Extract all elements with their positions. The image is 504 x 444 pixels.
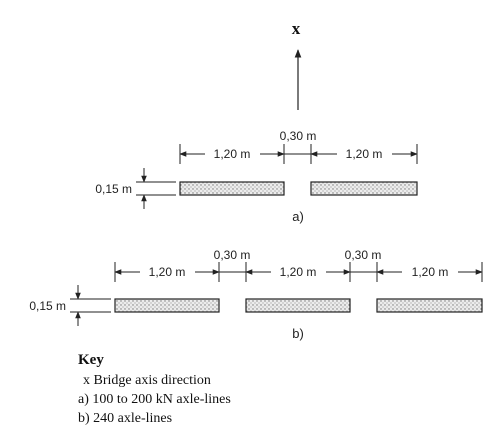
- axis-x-label: x: [292, 19, 301, 38]
- axle-pad-b-right: [376, 298, 483, 313]
- key-legend: Key x Bridge axis direction a) 100 to 20…: [78, 352, 231, 428]
- caption-a: a): [292, 209, 304, 224]
- gap-b-right: 0,30 m: [345, 248, 382, 262]
- diagram-a: 1,20 m 0,30 m 1,20 m 0,15 m a): [95, 129, 418, 224]
- axle-pad-a-left: [179, 181, 285, 196]
- pad-width-a-right: 1,20 m: [346, 147, 383, 161]
- key-item-b: b) 240 axle-lines: [78, 411, 173, 426]
- pad-width-b-right: 1,20 m: [412, 265, 449, 279]
- key-item-a: a) 100 to 200 kN axle-lines: [78, 392, 231, 407]
- gap-a: 0,30 m: [280, 129, 317, 143]
- axle-pad-b-middle: [245, 298, 351, 313]
- axle-pad-b-left: [114, 298, 220, 313]
- axis-direction-arrow: x: [292, 19, 302, 110]
- pad-width-a-left: 1,20 m: [214, 147, 251, 161]
- gap-b-left: 0,30 m: [214, 248, 251, 262]
- pad-height-a: 0,15 m: [95, 182, 132, 196]
- caption-b: b): [292, 326, 304, 341]
- pad-height-b: 0,15 m: [29, 299, 66, 313]
- pad-width-b-middle: 1,20 m: [280, 265, 317, 279]
- diagram-b: 1,20 m 0,30 m 1,20 m 0,30 m 1,20 m 0,15 …: [29, 248, 483, 341]
- pad-width-b-left: 1,20 m: [149, 265, 186, 279]
- key-item-x: x Bridge axis direction: [83, 373, 211, 388]
- axle-pad-a-right: [310, 181, 418, 196]
- key-title: Key: [78, 352, 104, 368]
